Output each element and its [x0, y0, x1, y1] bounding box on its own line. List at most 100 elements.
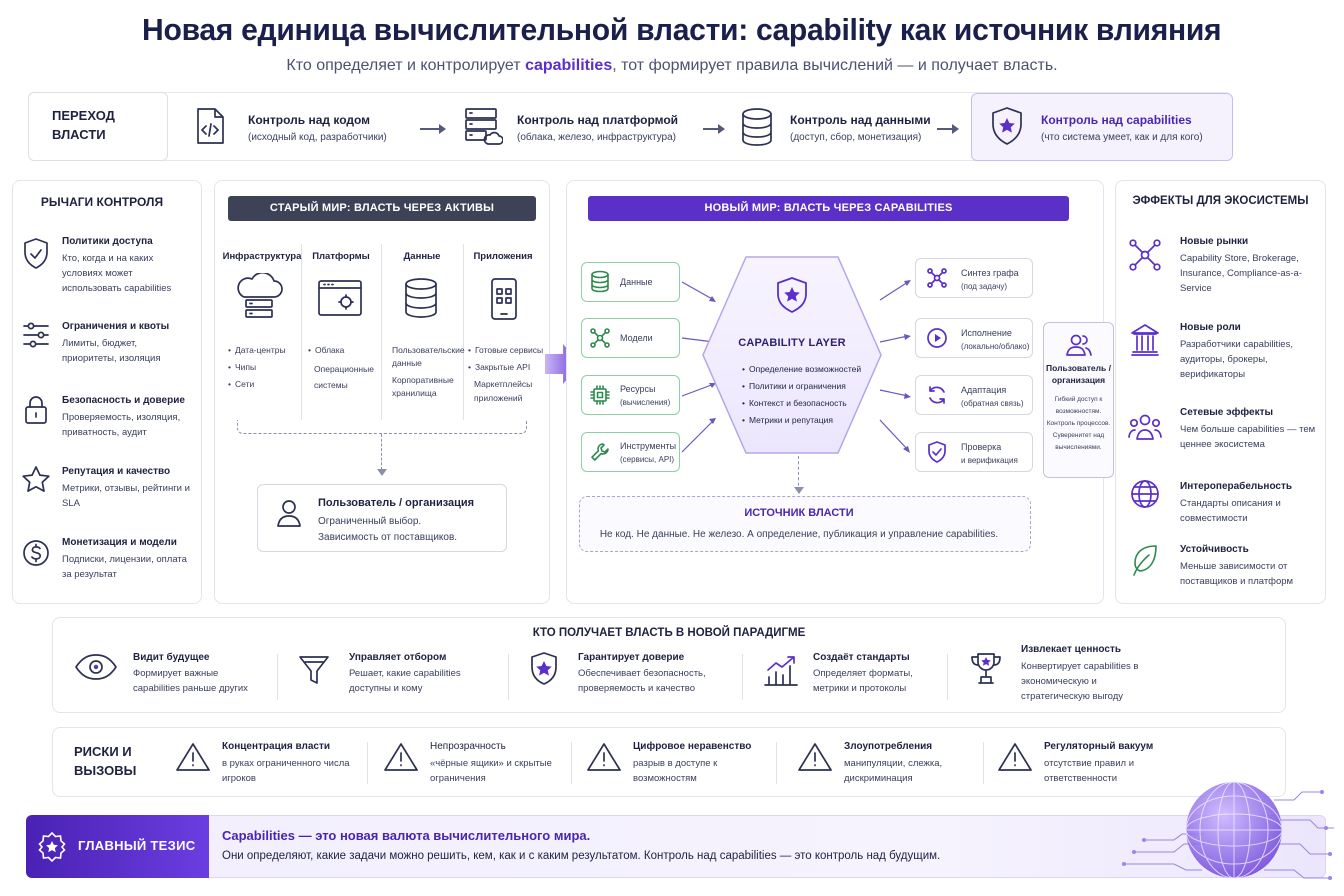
- risk-desc: манипуляции, слежка, дискриминация: [844, 758, 943, 784]
- winner-title: Гарантирует доверие: [578, 652, 685, 663]
- warning-icon: [176, 743, 210, 771]
- effect-desc: Стандарты описания и совместимости: [1180, 498, 1281, 524]
- old-user-desc: Ограниченный выбор. Зависимость от поста…: [318, 516, 458, 543]
- star-icon: [22, 466, 50, 492]
- old-col-item: Чипы: [228, 361, 256, 374]
- transition-step-desc: (что система умеет, как и для кого): [1041, 132, 1203, 143]
- winner-title: Видит будущее: [133, 652, 210, 663]
- arrow-right-icon: [937, 128, 957, 130]
- transition-step-title: Контроль над платформой: [517, 113, 679, 127]
- output-label: Синтез графа: [961, 268, 1019, 278]
- column-divider: [381, 244, 382, 420]
- old-col-item: Корпоративные хранилища: [392, 375, 454, 398]
- old-col-item: Дата-центры: [228, 344, 286, 357]
- divider: [983, 742, 984, 784]
- lever-desc: Метрики, отзывы, рейтинги и SLA: [62, 483, 190, 509]
- levers-title: РЫЧАГИ КОНТРОЛЯ: [40, 195, 164, 209]
- risk-title: Концентрация власти: [222, 741, 331, 752]
- source-box: [579, 496, 1031, 552]
- effect-title: Устойчивость: [1180, 544, 1249, 555]
- people-icon: [1066, 334, 1092, 356]
- people-icon: [1128, 414, 1162, 440]
- lever-desc: Проверяемость, изоляция, приватность, ау…: [62, 412, 181, 438]
- effect-title: Новые роли: [1180, 322, 1241, 333]
- lever-title: Безопасность и доверие: [62, 395, 185, 406]
- warning-icon: [587, 743, 621, 771]
- core-item: Контекст и безопасность: [742, 397, 847, 410]
- thesis-panel: [26, 815, 1326, 878]
- shield-star-icon: [531, 652, 557, 685]
- bracket-connector: [237, 420, 527, 434]
- input-label: Модели: [620, 333, 653, 343]
- warning-icon: [384, 743, 418, 771]
- effect-title: Сетевые эффекты: [1180, 407, 1274, 418]
- shield-check-icon: [928, 441, 946, 463]
- input-sub: (сервисы, API): [620, 455, 675, 464]
- database-icon: [742, 108, 772, 146]
- lever-desc: Подписки, лицензии, оплата за результат: [62, 554, 187, 580]
- input-label: Ресурсы: [620, 384, 656, 394]
- connector-down: [381, 434, 382, 470]
- divider: [367, 742, 368, 784]
- refresh-icon: [929, 386, 945, 404]
- funnel-icon: [299, 656, 329, 684]
- arrow-head: [952, 124, 959, 134]
- old-col-title: Приложения: [473, 251, 533, 262]
- risk-title: Непрозрачность: [430, 741, 506, 752]
- risk-desc: разрыв в доступе к возможностям: [633, 758, 718, 784]
- effect-title: Интероперабельность: [1180, 481, 1293, 492]
- lever-title: Монетизация и модели: [62, 537, 177, 548]
- source-desc: Не код. Не данные. Не железо. А определе…: [599, 529, 999, 540]
- browser-window-icon: [318, 280, 362, 316]
- transition-step-title: Контроль над данными: [790, 113, 931, 127]
- thesis-title: Capabilities — это новая валюта вычислит…: [222, 828, 591, 843]
- risk-desc: в руках ограниченного числа игроков: [222, 758, 350, 784]
- risk-title: Злоупотребления: [844, 741, 933, 752]
- divider: [508, 654, 509, 700]
- circuit-globe-icon: [1122, 781, 1334, 880]
- user-icon: [277, 500, 301, 527]
- trophy-icon: [971, 653, 1001, 684]
- new-user-desc: Гибкий доступ к возможностям. Контроль п…: [1046, 396, 1111, 451]
- lever-desc: Лимиты, бюджет, приоритеты, изоляция: [62, 338, 161, 364]
- old-col-title: Инфраструктура: [222, 251, 302, 262]
- cloud-server-icon: [237, 273, 283, 318]
- transition-step-title: Контроль над кодом: [248, 113, 371, 127]
- transition-step-desc: (доступ, сбор, монетизация): [790, 132, 922, 143]
- effect-desc: Чем больше capabilities — тем ценнее эко…: [1180, 424, 1316, 450]
- source-title: ИСТОЧНИК ВЛАСТИ: [744, 507, 854, 519]
- old-col-item: Готовые сервисы: [468, 344, 543, 357]
- output-sub: (под задачу): [961, 282, 1008, 291]
- old-world-banner: СТАРЫЙ МИР: ВЛАСТЬ ЧЕРЕЗ АКТИВЫ: [228, 196, 536, 221]
- database-icon: [405, 278, 437, 318]
- winner-title: Управляет отбором: [349, 652, 447, 663]
- flow-arrows: [681, 281, 716, 453]
- winner-desc: Определяет форматы, метрики и протоколы: [813, 668, 913, 694]
- chip-icon: [590, 385, 610, 405]
- old-user-title: Пользователь / организация: [318, 497, 475, 509]
- output-node: [915, 432, 1033, 472]
- winners-panel: [52, 617, 1286, 713]
- graph-icon: [927, 268, 947, 288]
- risk-title: Цифровое неравенство: [633, 741, 752, 752]
- lock-icon: [25, 396, 47, 424]
- shield-check-icon: [24, 238, 48, 269]
- effect-desc: Capability Store, Brokerage, Insurance, …: [1180, 253, 1302, 294]
- old-world-panel: [214, 180, 550, 604]
- warning-icon: [798, 743, 832, 771]
- sliders-icon: [23, 322, 49, 348]
- network-icon: [590, 328, 610, 348]
- arrow-head: [794, 487, 804, 494]
- play-icon: [927, 328, 947, 348]
- server-cloud-icon: [465, 108, 503, 145]
- eye-icon: [75, 654, 117, 680]
- column-divider: [463, 244, 464, 420]
- arrow-head: [718, 124, 725, 134]
- warning-icon: [998, 743, 1032, 771]
- winner-desc: Обеспечивает безопасность, проверяемость…: [578, 668, 706, 694]
- levers-panel: [12, 180, 202, 604]
- chart-growth-icon: [764, 656, 798, 686]
- column-divider: [301, 244, 302, 420]
- output-node: [915, 375, 1033, 415]
- old-col-title: Данные: [403, 251, 441, 262]
